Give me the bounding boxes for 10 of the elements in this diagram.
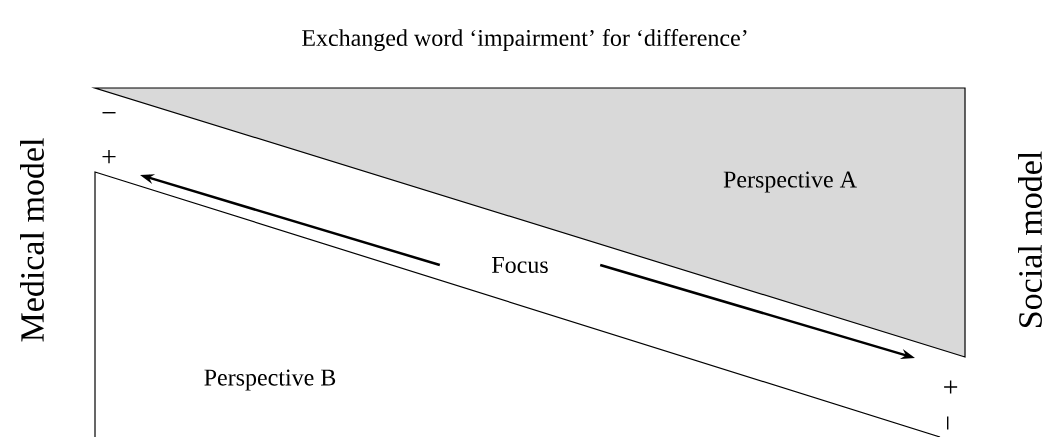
sign-label: − [102,112,116,114]
region-label: Perspective A [723,171,857,193]
sign-label: − [947,416,949,430]
axis-label: Social model [1018,151,1042,327]
title: Exchanged word ‘impairment’ for ‘difference’ [302,28,747,52]
region-label: Perspective B [204,369,336,391]
sign-label: + [944,380,958,394]
focus-label: Focus [492,257,548,273]
sign-label: + [102,150,116,164]
axis-label: Medical model [20,138,44,342]
